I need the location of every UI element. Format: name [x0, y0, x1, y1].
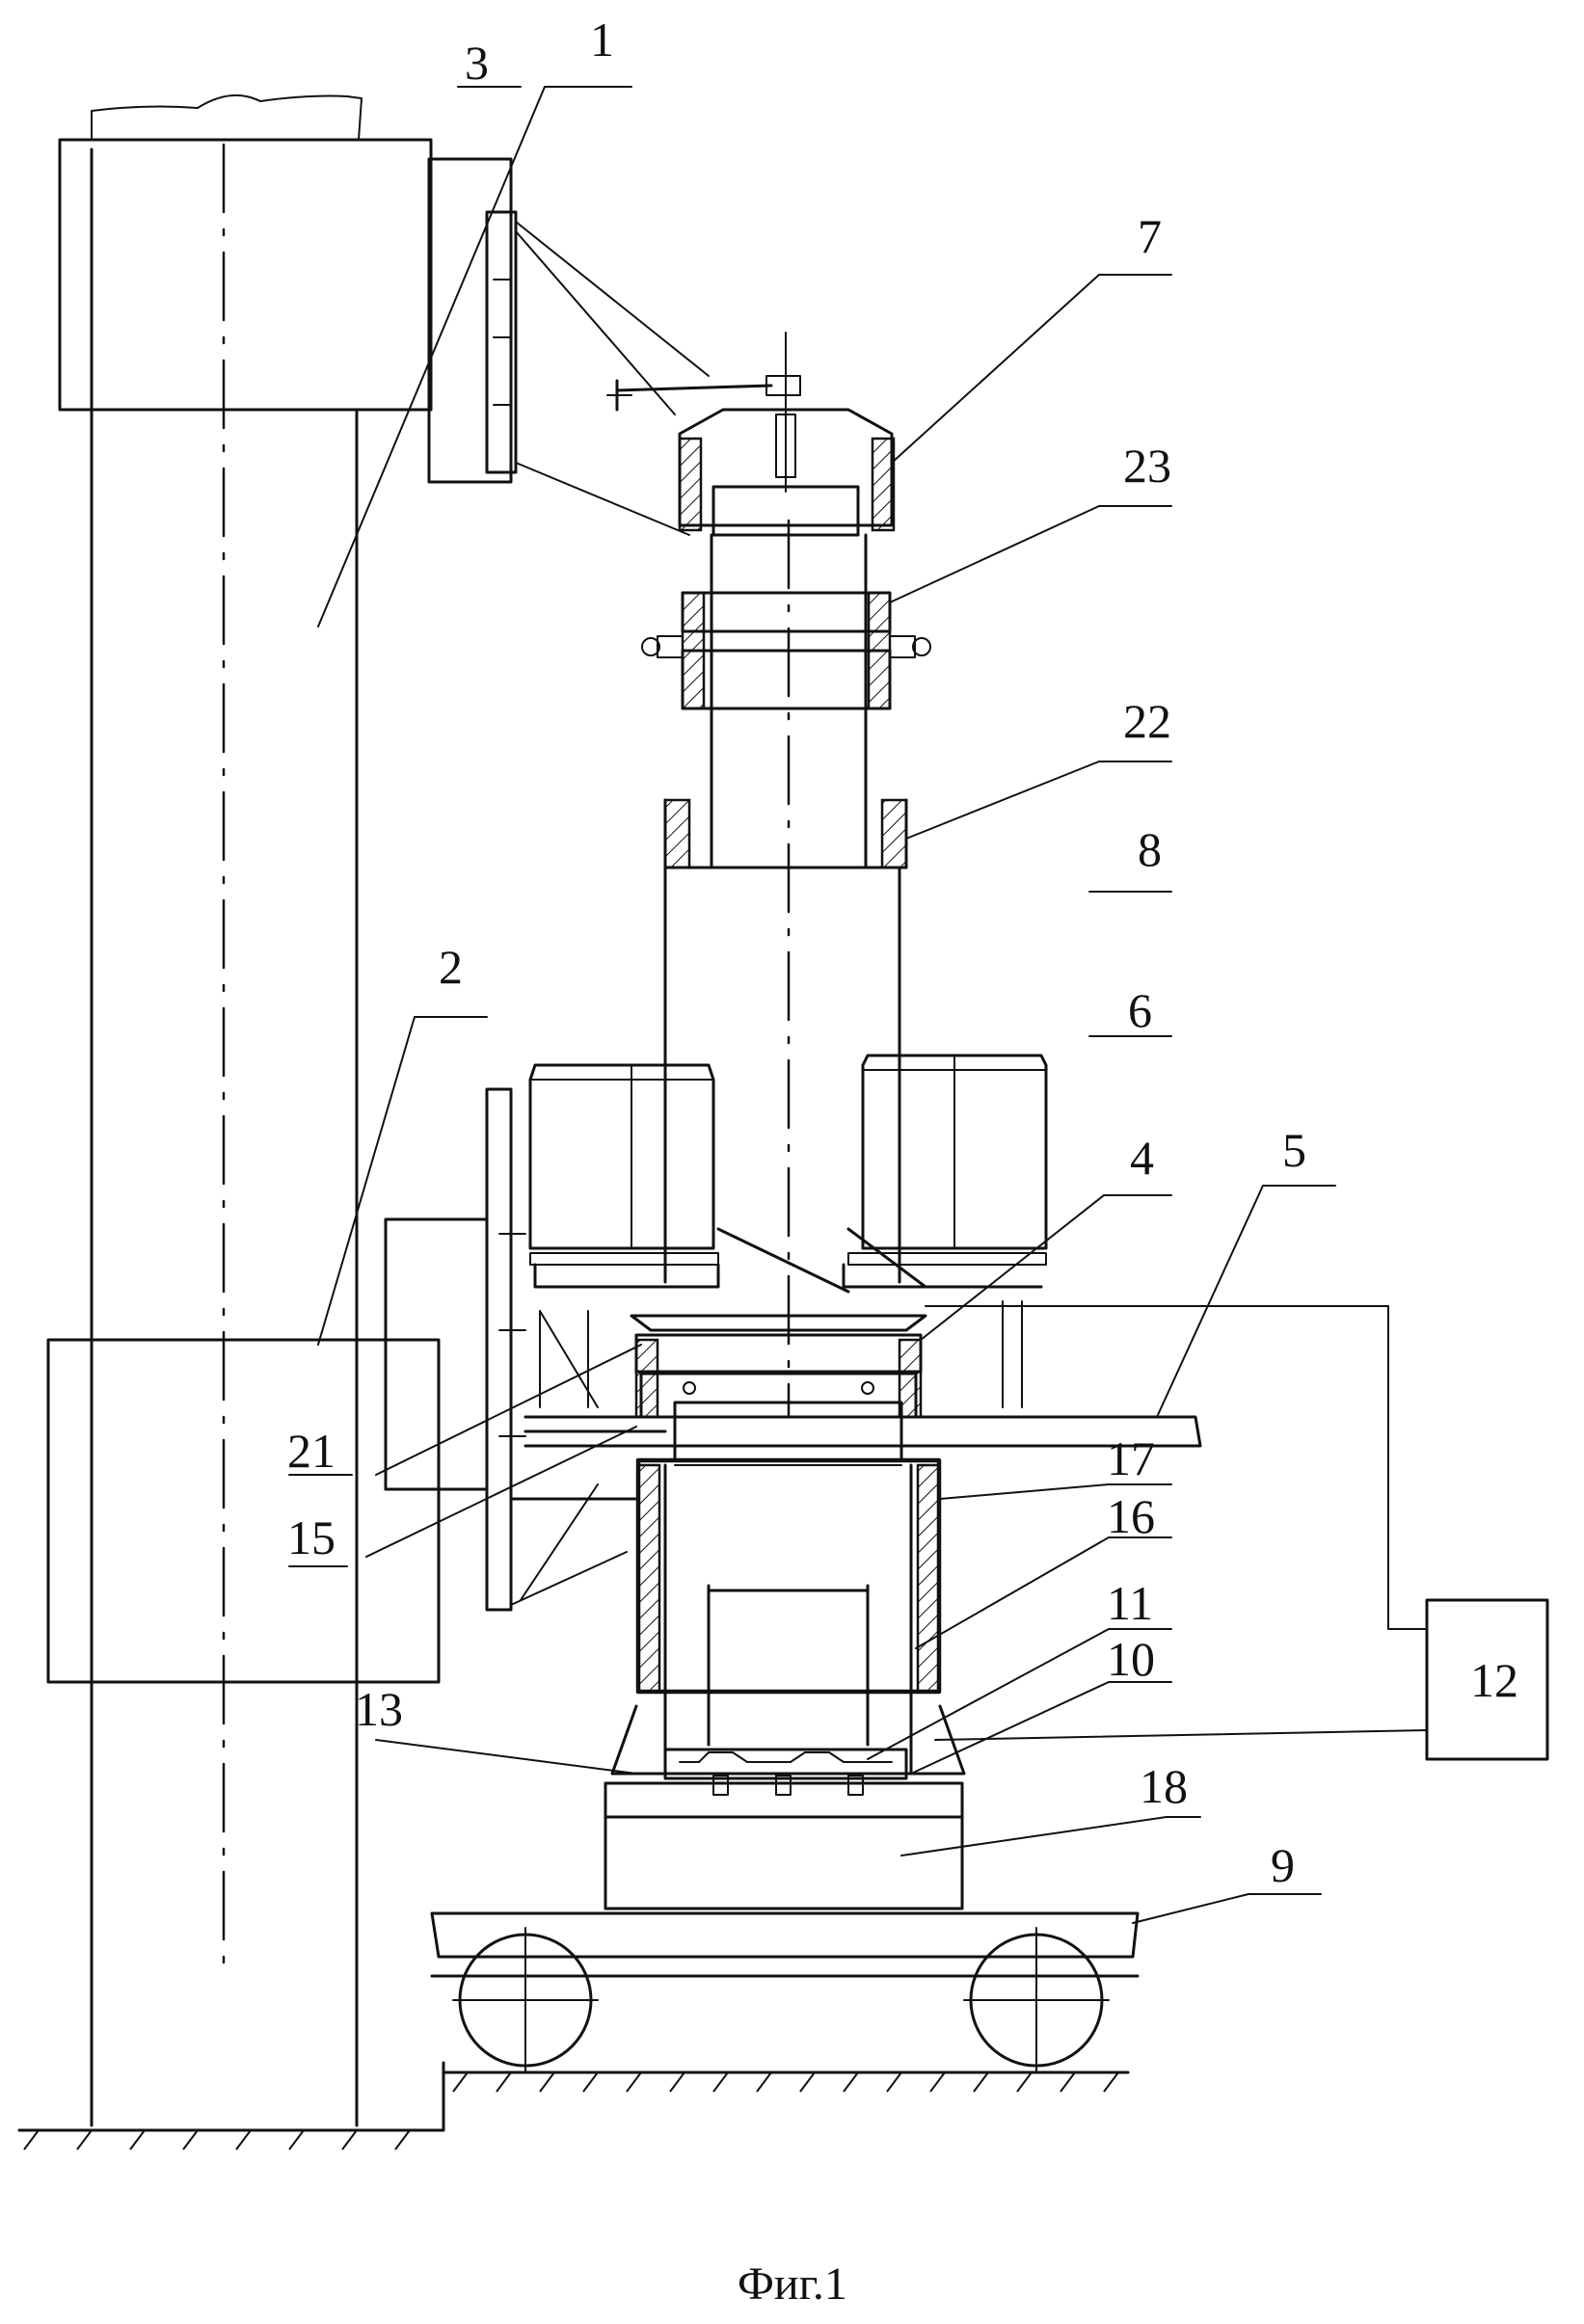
container-16 [638, 1402, 939, 1774]
label-8: 8 [1138, 822, 1162, 876]
cart-9 [432, 1913, 1138, 2072]
label-4: 4 [1130, 1131, 1154, 1185]
lower-carriage-2 [48, 1089, 1022, 1682]
column-structure [92, 95, 362, 2125]
label-6: 6 [1128, 983, 1152, 1037]
control-unit-12 [926, 1306, 1547, 1759]
label-15: 15 [287, 1510, 336, 1564]
figure-caption: Фиг.1 [738, 2258, 847, 2310]
label-16: 16 [1107, 1489, 1155, 1543]
label-3: 3 [465, 36, 489, 90]
label-13: 13 [355, 1682, 403, 1736]
label-10: 10 [1107, 1632, 1155, 1686]
label-7: 7 [1138, 209, 1162, 263]
label-11: 11 [1107, 1576, 1153, 1630]
weight-right [863, 1055, 1046, 1248]
label-21: 21 [287, 1424, 336, 1478]
upper-carriage-3 [60, 140, 511, 482]
label-2: 2 [439, 940, 463, 994]
body-18 [605, 1783, 962, 1909]
leader-lines [289, 87, 1335, 1923]
label-17: 17 [1107, 1431, 1155, 1485]
shaft-8 [665, 868, 899, 1282]
label-9: 9 [1271, 1838, 1295, 1892]
collar-22 [665, 800, 906, 868]
weight-left [530, 1065, 713, 1248]
clamp-23 [642, 593, 930, 708]
lever-handle [607, 333, 800, 492]
label-5: 5 [1282, 1123, 1306, 1177]
label-22: 22 [1123, 694, 1171, 748]
label-18: 18 [1140, 1759, 1188, 1813]
label-1: 1 [590, 13, 614, 67]
ground [19, 2063, 1128, 2150]
label-12: 12 [1470, 1653, 1518, 1707]
upper-bracket [487, 212, 709, 535]
part-labels: 3 1 7 23 22 8 6 4 5 2 21 15 17 16 11 10 … [287, 13, 1518, 1892]
specimen [709, 1586, 868, 1745]
label-23: 23 [1123, 439, 1171, 493]
